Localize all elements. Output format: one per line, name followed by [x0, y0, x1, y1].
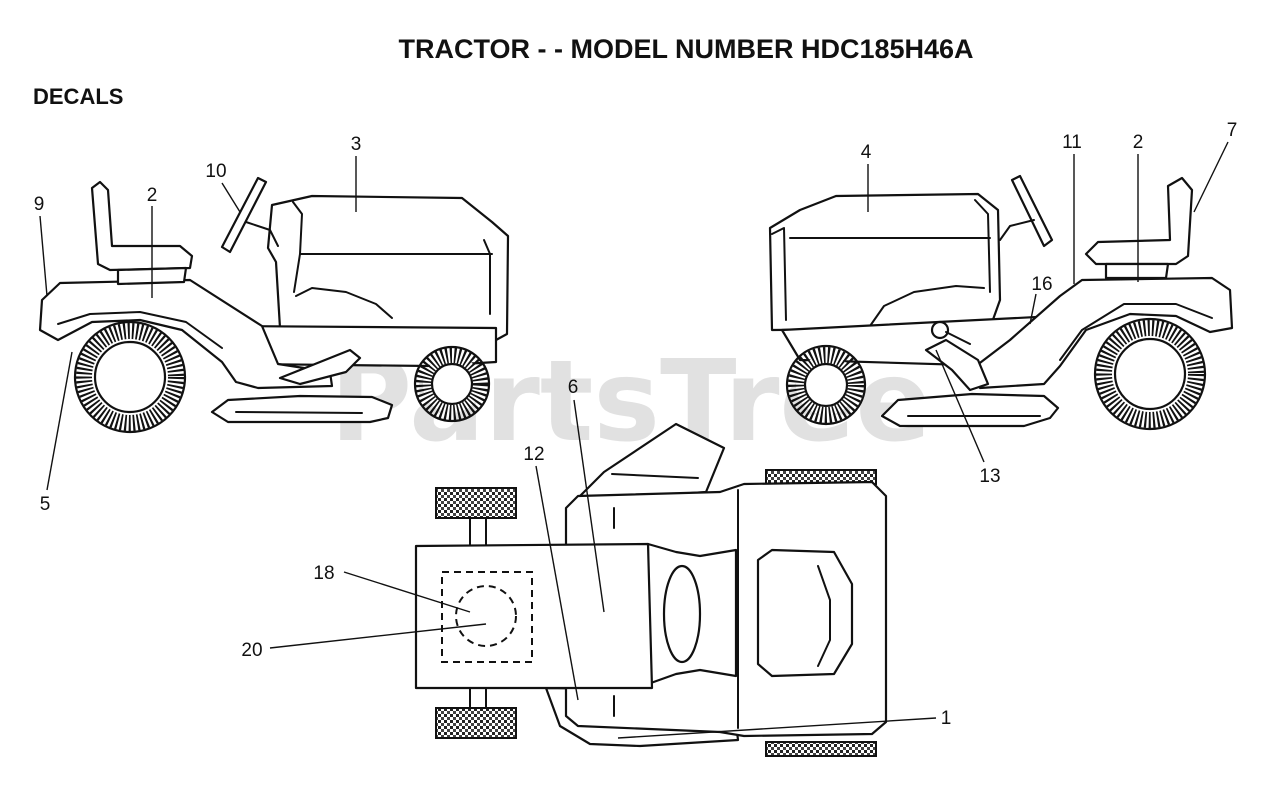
page-title: TRACTOR - - MODEL NUMBER HDC185H46A [398, 34, 973, 64]
tractor-right-side-view [768, 174, 1234, 431]
callout-4: 4 [861, 142, 872, 163]
callout-5: 5 [40, 494, 51, 515]
callout-9: 9 [34, 194, 45, 215]
left-rear-fender [38, 278, 334, 390]
right-rear-wheel [1093, 317, 1207, 431]
top-seat-deck [414, 542, 654, 690]
callout-12: 12 [523, 444, 544, 465]
top-seat-decal-circle [455, 585, 517, 647]
callout-11: 11 [1062, 132, 1082, 153]
top-front-tire-right [765, 741, 877, 757]
right-rear-fender [966, 276, 1234, 390]
top-rear-tire-left [435, 487, 517, 519]
right-mower-deck [880, 392, 1060, 428]
left-steering-wheel [220, 176, 268, 254]
callout-7: 7 [1227, 120, 1238, 141]
left-view-callouts: 9 2 10 3 5 [34, 134, 362, 515]
callout-6: 6 [568, 377, 579, 398]
left-mower-deck [210, 394, 394, 424]
right-front-wheel [785, 344, 867, 426]
callout-2-right: 2 [1133, 132, 1144, 153]
top-view-callouts: 6 12 18 20 1 [241, 377, 952, 739]
left-hood [266, 194, 510, 342]
right-steering-wheel [1010, 174, 1054, 248]
right-hood [768, 192, 1002, 332]
callout-10: 10 [205, 161, 226, 182]
callout-16: 16 [1031, 274, 1052, 295]
tractor-left-side-view [38, 176, 510, 434]
top-rear-tire-right [435, 707, 517, 739]
callout-18: 18 [313, 563, 334, 584]
callout-13: 13 [979, 466, 1000, 487]
left-front-wheel [413, 345, 491, 423]
top-seat-decal-outline [441, 571, 533, 663]
callout-2-left: 2 [147, 185, 158, 206]
callout-20: 20 [241, 640, 262, 661]
right-view-callouts: 4 11 2 7 16 13 [861, 120, 1238, 487]
tractor-top-view [414, 422, 888, 757]
right-seat [1084, 176, 1194, 266]
callout-1: 1 [941, 708, 952, 729]
callout-3: 3 [351, 134, 362, 155]
left-seat [90, 180, 194, 272]
section-label: DECALS [33, 84, 123, 109]
left-rear-wheel [73, 320, 187, 434]
